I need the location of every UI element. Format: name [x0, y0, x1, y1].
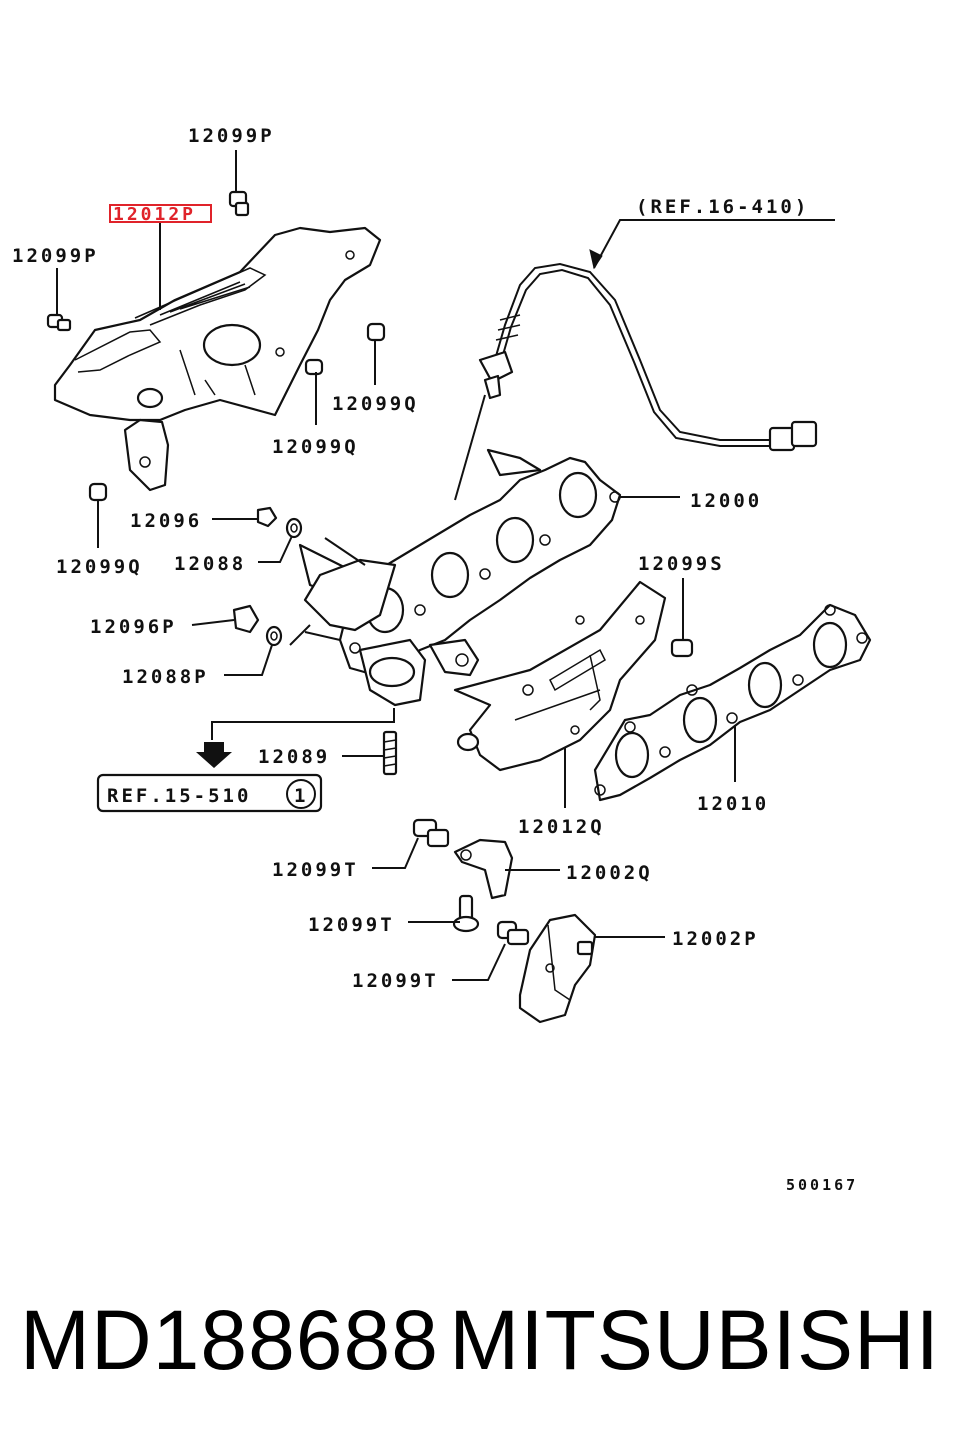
bolt-12099T-b [452, 894, 480, 933]
washer-12088 [285, 517, 303, 539]
label-12012P: 12012P [113, 204, 196, 225]
label-12099S: 12099S [638, 553, 725, 575]
bolt-12099P-top [228, 190, 250, 217]
bracket-12002P [518, 913, 597, 1024]
label-12088: 12088 [174, 553, 246, 575]
manifold-gasket [593, 603, 872, 802]
nut-12096P [232, 604, 260, 634]
label-12099Q-mid: 12099Q [272, 436, 359, 458]
leader-lines [56, 150, 835, 981]
label-12096: 12096 [130, 510, 202, 532]
label-12099T-a: 12099T [272, 859, 359, 881]
upper-heat-shield [53, 226, 382, 492]
label-12000: 12000 [690, 490, 762, 512]
label-12099Q-right: 12099Q [332, 393, 419, 415]
stud-12089 [382, 730, 398, 776]
label-12002Q: 12002Q [566, 862, 653, 884]
bolt-12099P-left [46, 313, 72, 332]
brand-name: MITSUBISHI [449, 1293, 940, 1387]
footer: MD188688 MITSUBISHI [20, 1290, 940, 1400]
label-12088P: 12088P [122, 666, 209, 688]
lower-heat-shield [453, 580, 667, 772]
bolt-12099T-c [496, 920, 530, 946]
label-ref-15-510-num: 1 [294, 785, 308, 807]
exhaust-manifold-diagram: 12099P 12012P 12099P (REF.16-410) 12099Q… [12, 125, 872, 1194]
exhaust-manifold [298, 448, 622, 707]
bolt-12099T-a [412, 818, 450, 848]
nut-12099Q-left [88, 482, 108, 502]
label-12012Q: 12012Q [518, 816, 605, 838]
label-ref-16-410: (REF.16-410) [636, 196, 809, 218]
oxygen-sensor [478, 262, 818, 452]
label-12099T-b: 12099T [308, 914, 395, 936]
part-number: MD188688 [20, 1293, 439, 1387]
label-12089: 12089 [258, 746, 330, 768]
label-12099P-top: 12099P [188, 125, 275, 147]
part-labels: 12099P 12012P 12099P (REF.16-410) 12099Q… [12, 125, 858, 1194]
label-12010: 12010 [697, 793, 769, 815]
label-12096P: 12096P [90, 616, 177, 638]
label-12099P-left: 12099P [12, 245, 99, 267]
diagram-code: 500167 [786, 1176, 858, 1194]
label-ref-15-510: REF.15-510 [107, 785, 251, 807]
highlight-box [109, 204, 212, 223]
nut-12099Q-right [366, 322, 386, 342]
washer-12088P [265, 625, 283, 647]
ref-15-510-box [96, 773, 323, 813]
label-12002P: 12002P [672, 928, 759, 950]
nut-12099Q-mid [304, 358, 324, 376]
bracket-12002Q [453, 838, 514, 900]
label-12099Q-left: 12099Q [56, 556, 143, 578]
nut-12096 [256, 506, 278, 528]
bolt-12099S [670, 638, 694, 658]
label-12099T-c: 12099T [352, 970, 439, 992]
